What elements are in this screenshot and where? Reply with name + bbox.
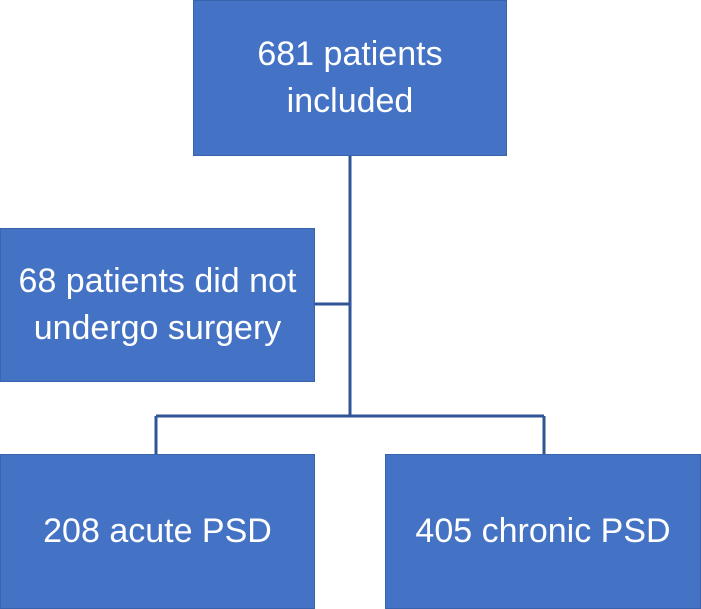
node-chronic-psd-label: 405 chronic PSD (415, 512, 671, 550)
node-no-surgery-label: 68 patients did not undergo surgery (18, 262, 297, 347)
node-patients-included-label: 681 patients included (257, 35, 443, 120)
node-chronic-psd: 405 chronic PSD (385, 454, 701, 609)
node-patients-included: 681 patients included (193, 0, 507, 156)
node-acute-psd: 208 acute PSD (0, 454, 315, 609)
node-acute-psd-label: 208 acute PSD (43, 512, 272, 550)
node-no-surgery: 68 patients did not undergo surgery (0, 228, 315, 382)
